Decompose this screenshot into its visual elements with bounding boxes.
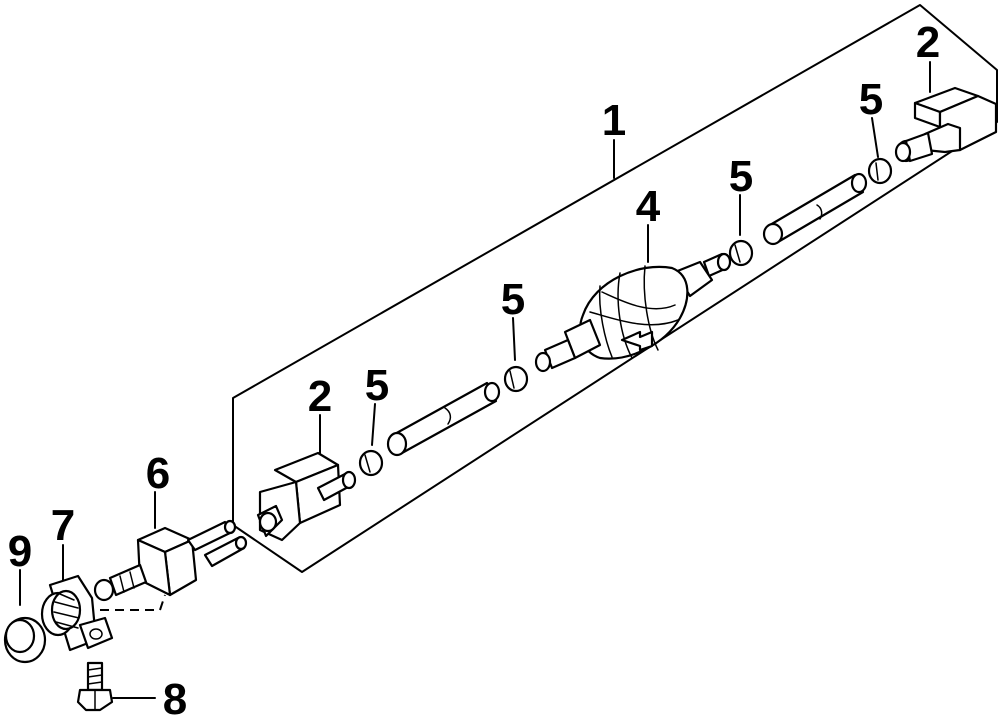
callout-5-right: 5 (859, 75, 883, 124)
primer-bulb (534, 252, 732, 373)
callout-5-bulb: 5 (729, 152, 753, 201)
connector-upper-right (894, 86, 998, 163)
clip-bulb-right (728, 239, 754, 267)
clip-center (503, 365, 529, 393)
callout-5-left: 5 (365, 361, 389, 410)
callout-8: 8 (163, 675, 187, 719)
callout-1: 1 (602, 96, 626, 145)
sealing-ring (3, 616, 47, 664)
callout-7: 7 (51, 501, 75, 550)
callout-2-upper: 2 (916, 18, 940, 67)
retainer-bracket (40, 574, 114, 652)
connector-lower-left (256, 451, 357, 542)
bolt (76, 661, 114, 712)
hose-upper-right (762, 172, 868, 246)
callout-9: 9 (8, 527, 32, 576)
fuel-fitting (93, 519, 248, 602)
leader-lines (19, 61, 931, 699)
installation-dashed-line (100, 594, 166, 611)
clip-upper-right (867, 157, 893, 185)
hose-lower-left (386, 381, 501, 457)
callout-4: 4 (636, 182, 661, 231)
callout-2-lower: 2 (308, 372, 332, 421)
callout-6: 6 (146, 449, 170, 498)
clip-lower-left (358, 449, 384, 477)
callout-labels: 1 2 2 4 5 5 5 5 6 7 8 9 (8, 18, 940, 719)
callout-5-center: 5 (501, 275, 525, 324)
